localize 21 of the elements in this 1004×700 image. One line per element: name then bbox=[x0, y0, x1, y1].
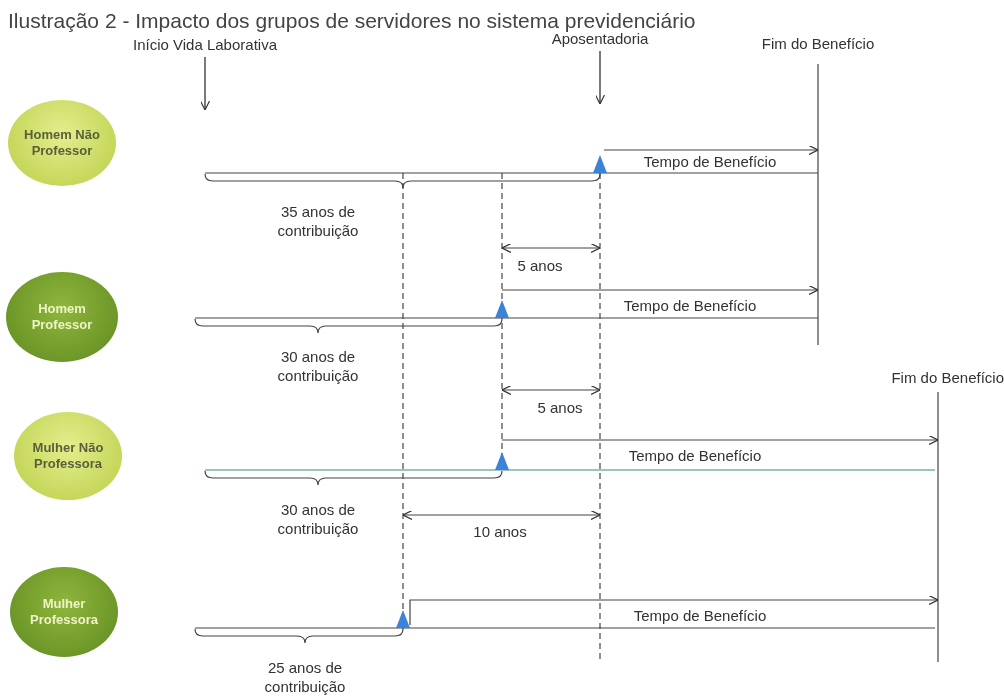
annotation-text: Início Vida Laborativa bbox=[125, 34, 285, 54]
contribution-label: 30 anos de contribuição bbox=[276, 347, 360, 385]
title: Ilustração 2 - Impacto dos grupos de servidores no sistema previdenciário bbox=[8, 8, 696, 33]
end-label: Fim do Benefício bbox=[760, 34, 876, 53]
contribution-label: 25 anos de contribuição bbox=[263, 658, 347, 696]
group-ellipse: Homem Professor bbox=[6, 272, 118, 362]
duration-label: 5 anos bbox=[516, 256, 564, 275]
arrow bbox=[199, 56, 211, 111]
group-ellipse: Homem Não Professor bbox=[8, 100, 116, 186]
end-label: Fim do Benefício bbox=[890, 368, 1004, 387]
contribution-label: 35 anos de contribuição bbox=[276, 202, 360, 240]
benefit-label: Tempo de Benefício bbox=[632, 606, 768, 625]
group-ellipse: Mulher Não Professora bbox=[14, 412, 122, 500]
duration-label: 5 anos bbox=[536, 398, 584, 417]
arrow bbox=[594, 50, 606, 105]
duration-label: 10 anos bbox=[472, 522, 528, 541]
group-ellipse: Mulher Professora bbox=[10, 567, 118, 657]
benefit-label: Tempo de Benefício bbox=[627, 446, 763, 465]
benefit-label: Tempo de Benefício bbox=[642, 152, 778, 171]
contribution-label: 30 anos de contribuição bbox=[276, 500, 360, 538]
benefit-label: Tempo de Benefício bbox=[622, 296, 758, 315]
